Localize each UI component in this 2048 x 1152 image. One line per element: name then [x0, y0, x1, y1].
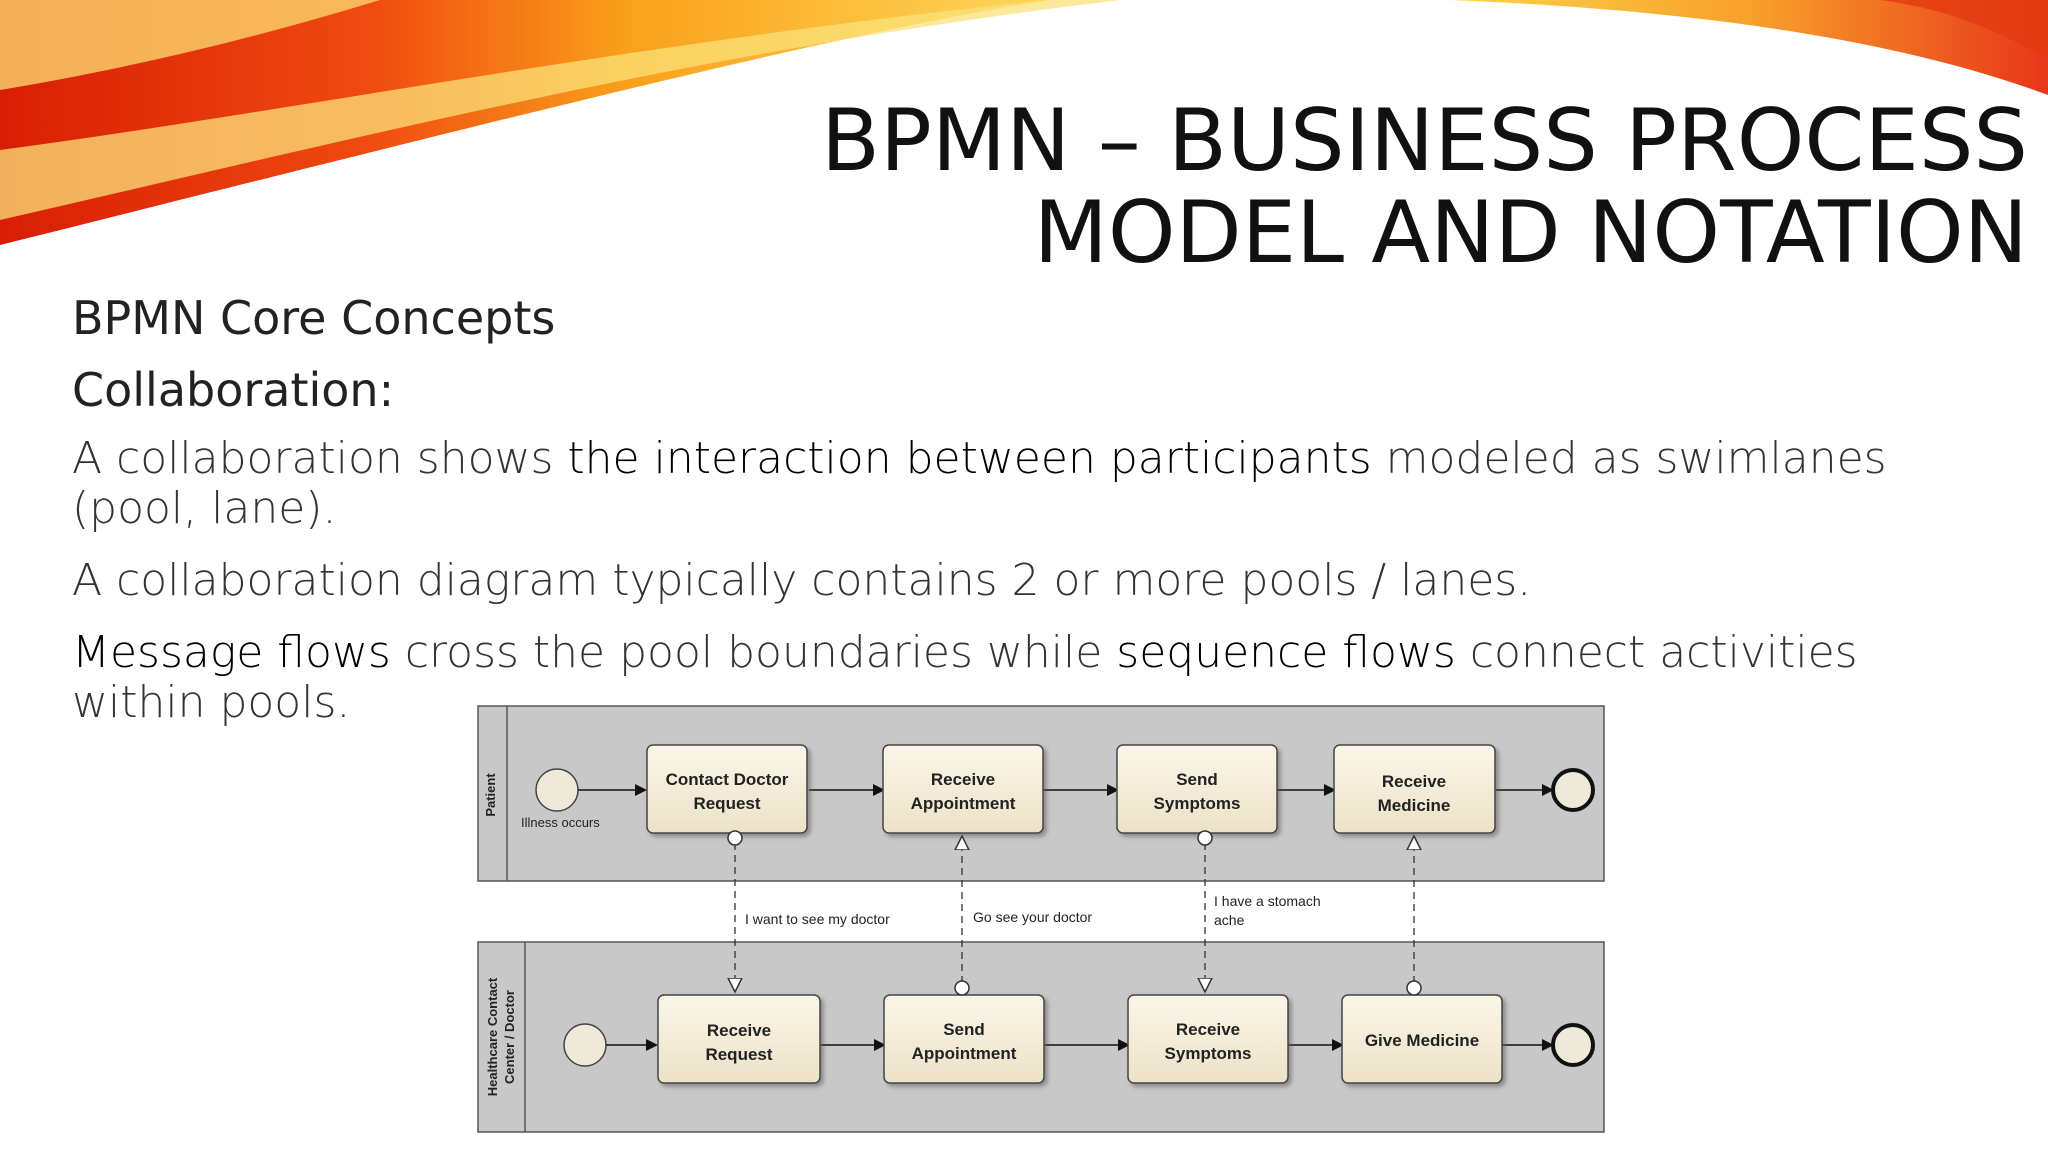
- end-event-patient: [1551, 768, 1595, 812]
- message-label-go-see-doctor: Go see your doctor: [973, 909, 1092, 925]
- heading-collaboration: Collaboration:: [72, 363, 395, 417]
- task-label: Send: [1176, 770, 1218, 789]
- para3-mid: cross the pool boundaries while: [390, 627, 1117, 678]
- task-label: Receive: [931, 770, 995, 789]
- task-send-appointment: Send Appointment: [883, 994, 1045, 1084]
- heading-core-concepts: BPMN Core Concepts: [72, 291, 556, 345]
- task-receive-symptoms: Receive Symptoms: [1127, 994, 1289, 1084]
- task-contact-doctor-request: Contact Doctor Request: [646, 744, 808, 834]
- para1-strong: the interaction between participants: [567, 433, 1372, 484]
- task-label: Give Medicine: [1365, 1031, 1479, 1050]
- task-receive-appointment-patient: Receive Appointment: [882, 744, 1044, 834]
- task-label: Receive: [1176, 1020, 1240, 1039]
- message-flow-origins: [727, 830, 1422, 996]
- task-label: Receive: [707, 1021, 771, 1040]
- task-label: Receive: [1382, 772, 1446, 791]
- para3-strong2: sequence flows: [1116, 627, 1456, 678]
- para3-post: connect activities within pools.: [72, 627, 1858, 728]
- start-event-label: Illness occurs: [521, 815, 600, 830]
- para3-strong1: Message flows: [72, 627, 391, 678]
- task-receive-medicine-patient: Receive Medicine: [1333, 744, 1496, 834]
- task-send-symptoms-patient: Send Symptoms: [1116, 744, 1278, 834]
- message-label-want-doctor: I want to see my doctor: [745, 911, 890, 927]
- slide-title: BPMN – BUSINESS PROCESS MODEL AND NOTATI…: [728, 95, 2028, 279]
- pool-label-doctor-1: Healthcare Contact: [485, 977, 500, 1096]
- task-label: Request: [693, 794, 760, 813]
- message-label-stomach-2: ache: [1214, 912, 1245, 928]
- task-label: Send: [943, 1020, 985, 1039]
- task-receive-request: Receive Request: [657, 994, 821, 1084]
- paragraph-collaboration: A collaboration shows the interaction be…: [72, 434, 1992, 534]
- pool-label-patient: Patient: [483, 773, 498, 817]
- pool-label-doctor-2: Center / Doctor: [502, 990, 517, 1084]
- slide-body: BPMN Core Concepts Collaboration: A coll…: [72, 290, 1992, 750]
- title-line-2: MODEL AND NOTATION: [1033, 183, 2028, 283]
- task-label: Appointment: [912, 1044, 1017, 1063]
- task-label: Contact Doctor: [666, 770, 789, 789]
- task-label: Symptoms: [1165, 1044, 1252, 1063]
- task-label: Symptoms: [1154, 794, 1241, 813]
- task-label: Request: [705, 1045, 772, 1064]
- paragraph-diagram: A collaboration diagram typically contai…: [72, 555, 1532, 606]
- bpmn-collaboration-diagram: Patient Healthcare Contact Center / Doct…: [477, 705, 1605, 1133]
- task-label: Medicine: [1378, 796, 1451, 815]
- title-line-1: BPMN – BUSINESS PROCESS: [820, 91, 2028, 191]
- message-label-stomach-1: I have a stomach: [1214, 893, 1321, 909]
- paragraph-flows: Message flows cross the pool boundaries …: [72, 628, 1992, 728]
- para1-pre: A collaboration shows: [72, 433, 568, 484]
- start-event-doctor: [563, 1023, 607, 1067]
- task-label: Appointment: [911, 794, 1016, 813]
- start-event-patient: [535, 768, 579, 812]
- para1-post: modeled as swimlanes (pool, lane).: [72, 433, 1887, 534]
- end-event-doctor: [1551, 1023, 1595, 1067]
- task-give-medicine: Give Medicine: [1341, 994, 1503, 1084]
- decorative-swoosh: [0, 0, 2048, 245]
- message-flows: [735, 836, 1414, 992]
